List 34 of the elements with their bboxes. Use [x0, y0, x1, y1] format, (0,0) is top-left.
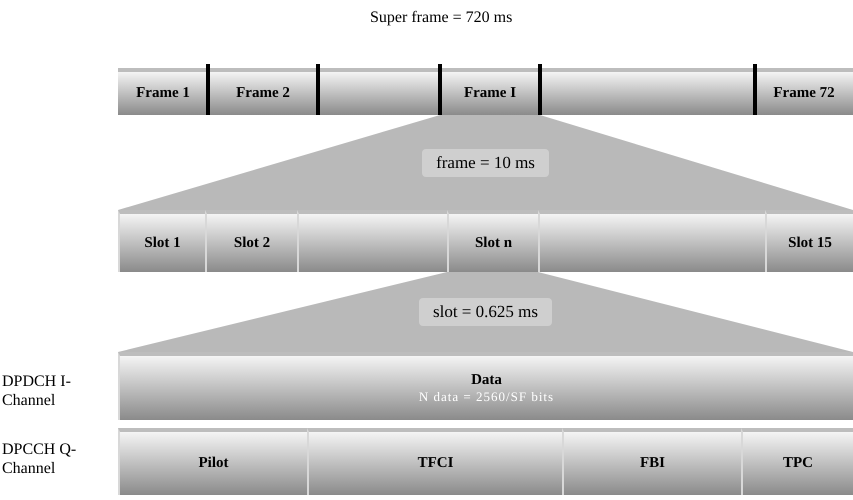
frame-cell	[318, 68, 440, 115]
frame-cell	[440, 68, 540, 115]
field-label: Frame 2	[236, 85, 290, 102]
slot-cell	[765, 210, 853, 272]
field-label: Frame 1	[136, 85, 190, 102]
field-label: Slot n	[474, 234, 512, 252]
field-label: Slot 1	[144, 234, 181, 252]
field-label: Pilot	[198, 455, 228, 472]
slot-cell	[447, 210, 538, 272]
field-label: FBI	[640, 455, 665, 472]
zoom-band	[118, 115, 853, 210]
field-label: TPC	[783, 455, 813, 472]
field-label: Frame I	[464, 85, 516, 102]
duration-label: slot = 0.625 ms	[419, 298, 552, 326]
duration-label: frame = 10 ms	[422, 148, 549, 176]
field-size-label: N data = 2560/SF bits	[418, 388, 554, 404]
slot-cell	[538, 210, 765, 272]
field-label: Data	[471, 372, 502, 388]
duration-label: Super frame = 720 ms	[370, 8, 512, 27]
channel-label: DPCCH Q-Channel	[2, 440, 78, 478]
channel-field	[118, 352, 853, 420]
frame-cell	[755, 68, 853, 115]
slot-cell	[297, 210, 447, 272]
field-label: TFCI	[418, 455, 454, 472]
frame-cell	[540, 68, 755, 115]
slot-cell	[205, 210, 297, 272]
channel-label: DPDCH I-Channel	[2, 372, 72, 410]
frame-cell	[118, 68, 208, 115]
zoom-band	[118, 272, 853, 352]
field-label: Frame 72	[773, 85, 835, 102]
field-label: Slot 15	[788, 234, 832, 252]
field-label: Slot 2	[234, 234, 270, 252]
slot-cell	[118, 210, 205, 272]
frame-cell	[208, 68, 318, 115]
